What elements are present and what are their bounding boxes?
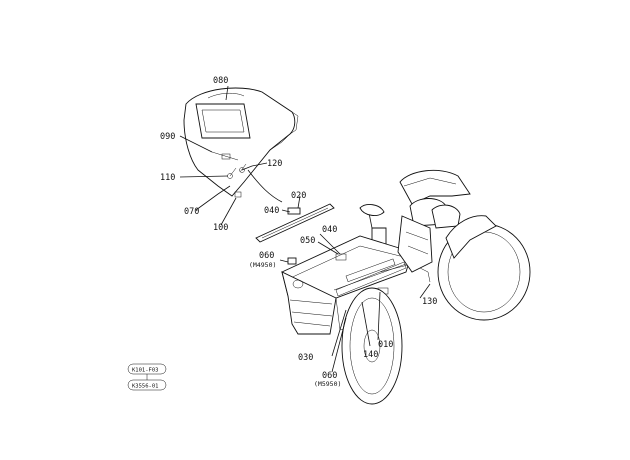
model-note-m5950: (M5950) [314,380,341,388]
callout-120: 120 [267,159,282,169]
callout-050: 050 [300,236,315,246]
callout-labels: 080 090 120 110 070 100 040 020 040 050 … [160,76,437,388]
callout-110: 110 [160,173,175,183]
callout-060-upper: 060 [259,251,274,261]
callout-070: 070 [184,207,199,217]
reference-code-1: K101-F03 [132,368,159,374]
small-emblem-decal [287,207,301,265]
callout-140: 140 [363,350,378,360]
callout-030: 030 [298,353,313,363]
reference-code-2: K3556-01 [132,384,159,390]
hood-front-assembly [183,87,299,203]
callout-040-upper: 040 [264,206,279,216]
callout-040-lower: 040 [322,225,337,235]
reference-badge-2 [127,379,167,391]
callout-010: 010 [378,340,393,350]
reference-codes: K101-F03 K3556-01 [127,363,167,391]
callout-080: 080 [213,76,228,86]
side-stripe-decal [255,203,335,243]
callout-020: 020 [291,191,306,201]
callout-090: 090 [160,132,175,142]
model-note-m4950: (M4950) [249,261,276,269]
callout-130: 130 [422,297,437,307]
callout-100: 100 [213,223,228,233]
callout-060-lower: 060 [322,371,337,381]
tractor-body [281,169,531,405]
leader-lines [179,85,431,373]
